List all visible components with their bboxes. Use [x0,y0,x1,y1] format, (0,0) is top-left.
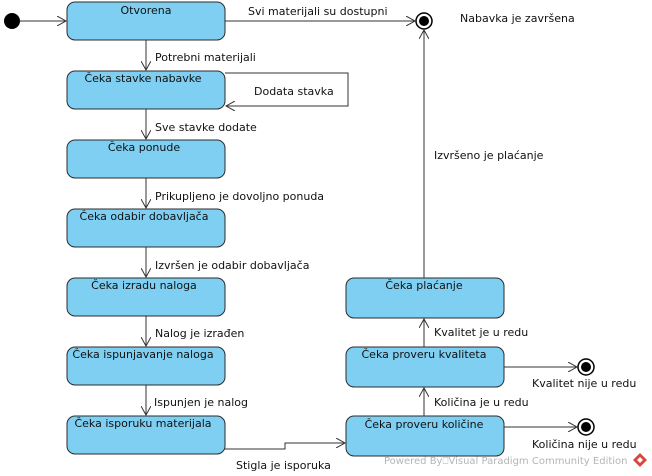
state-label: Čeka ponude [108,141,181,154]
label-stigla-isporuka: Stigla je isporuka [236,459,331,472]
initial-node [4,13,20,29]
transition-isporuku-to-kolicine [225,443,345,450]
label-sve-stavke: Sve stavke dodate [155,121,257,134]
label-ispunjen-nalog: Ispunjen je nalog [154,396,248,409]
state-otvorena[interactable]: Otvorena [66,1,226,41]
state-ceka-izradu-naloga[interactable]: Čeka izradu naloga [66,277,226,317]
label-prikupljeno: Prikupljeno je dovoljno ponuda [155,190,324,203]
label-izvrsen-odabir: Izvršen je odabir dobavljača [155,259,309,272]
state-label: Čeka ispunjavanje naloga [72,348,213,361]
label-final-nabavka: Nabavka je završena [460,12,575,25]
transition-self-loop-stavke [225,72,349,106]
label-kolicina-u-redu: Količina je u redu [434,396,529,409]
final-node-main [415,12,433,30]
label-kvalitet-nije: Kvalitet nije u redu [532,377,636,390]
state-ceka-proveru-kolicine[interactable]: Čeka proveru količine [345,415,505,457]
label-dodata-stavka: Dodata stavka [254,85,334,98]
label-kolicina-nije: Količina nije u redu [532,438,637,451]
state-ceka-isporuku-materijala[interactable]: Čeka isporuku materijala [66,415,226,455]
state-label: Čeka stavke nabavke [84,72,201,85]
label-izvrseno-placanje: Izvršeno je plaćanje [434,149,544,162]
label-svi-materijali: Svi materijali su dostupni [248,5,388,18]
state-ceka-odabir-dobavljaca[interactable]: Čeka odabir dobavljača [66,208,226,248]
state-ceka-proveru-kvaliteta[interactable]: Čeka proveru kvaliteta [345,346,505,388]
state-label: Čeka proveru kvaliteta [362,348,487,361]
state-label: Čeka izradu naloga [91,279,197,292]
label-potrebni-materijali: Potrebni materijali [155,51,256,64]
state-label: Otvorena [121,4,172,17]
final-node-quality [577,358,595,376]
state-ceka-placanje[interactable]: Čeka plaćanje [345,277,505,319]
visual-paradigm-logo-icon [633,453,647,467]
state-ceka-ispunjavanje-naloga[interactable]: Čeka ispunjavanje naloga [66,346,226,386]
state-label: Čeka odabir dobavljača [80,210,209,223]
watermark-text: Powered By⎕Visual Paradigm Community Edi… [384,456,628,467]
final-node-quantity [577,418,595,436]
state-label: Čeka proveru količine [365,418,484,431]
label-nalog-izradjen: Nalog je izrađen [155,327,244,340]
state-ceka-stavke-nabavke[interactable]: Čeka stavke nabavke [66,70,226,110]
state-label: Čeka isporuku materijala [74,417,211,430]
state-label: Čeka plaćanje [385,279,462,292]
state-ceka-ponude[interactable]: Čeka ponude [66,139,226,179]
label-kvalitet-u-redu: Kvalitet je u redu [434,326,528,339]
